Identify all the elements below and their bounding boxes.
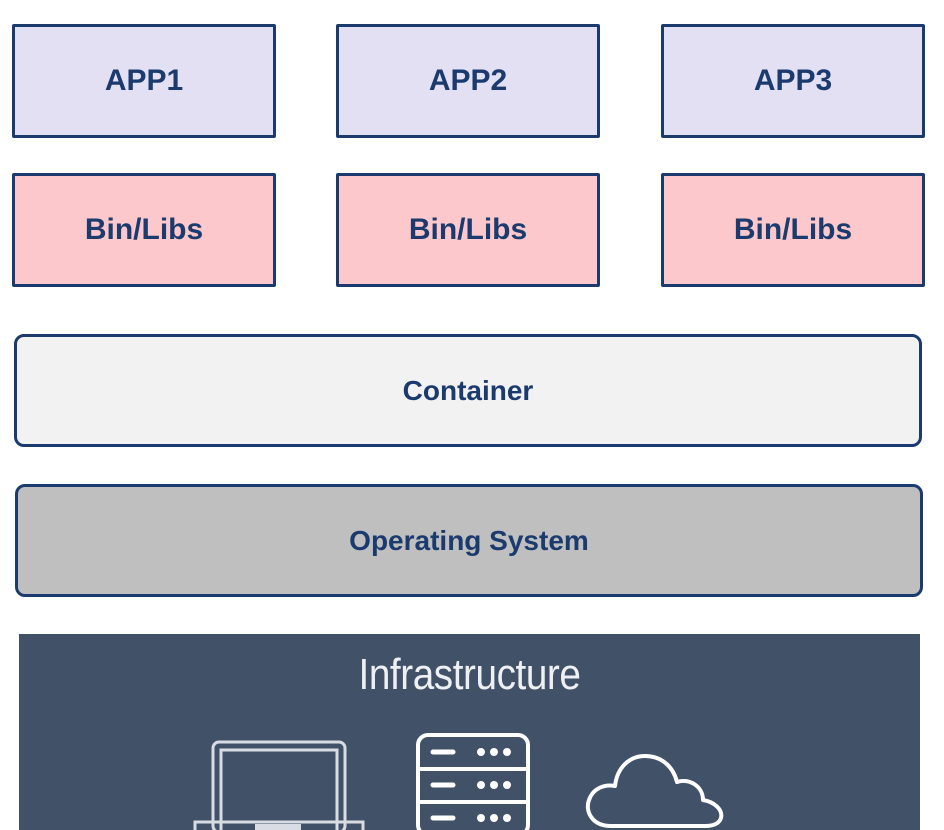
infrastructure-layer: Infrastructure (19, 634, 920, 830)
bin-libs-box-2: Bin/Libs (336, 173, 600, 287)
bin-libs-box-1: Bin/Libs (12, 173, 276, 287)
cloud-icon (585, 754, 724, 828)
operating-system-layer: Operating System (15, 484, 923, 597)
app3-box: APP3 (661, 24, 925, 138)
bin-libs-box-3: Bin/Libs (661, 173, 925, 287)
laptop-icon (193, 740, 365, 830)
container-layer: Container (14, 334, 922, 447)
app3-label: APP3 (753, 64, 833, 97)
bin-libs-label-2: Bin/Libs (408, 213, 528, 246)
bin-libs-label-1: Bin/Libs (84, 213, 204, 246)
operating-system-label: Operating System (349, 524, 589, 556)
app2-label: APP2 (428, 64, 508, 97)
app1-box: APP1 (12, 24, 276, 138)
container-label: Container (402, 374, 534, 406)
bin-libs-label-3: Bin/Libs (733, 213, 853, 246)
app2-box: APP2 (336, 24, 600, 138)
app1-label: APP1 (104, 64, 184, 97)
infrastructure-label: Infrastructure (358, 650, 581, 699)
server-icon (416, 733, 530, 830)
